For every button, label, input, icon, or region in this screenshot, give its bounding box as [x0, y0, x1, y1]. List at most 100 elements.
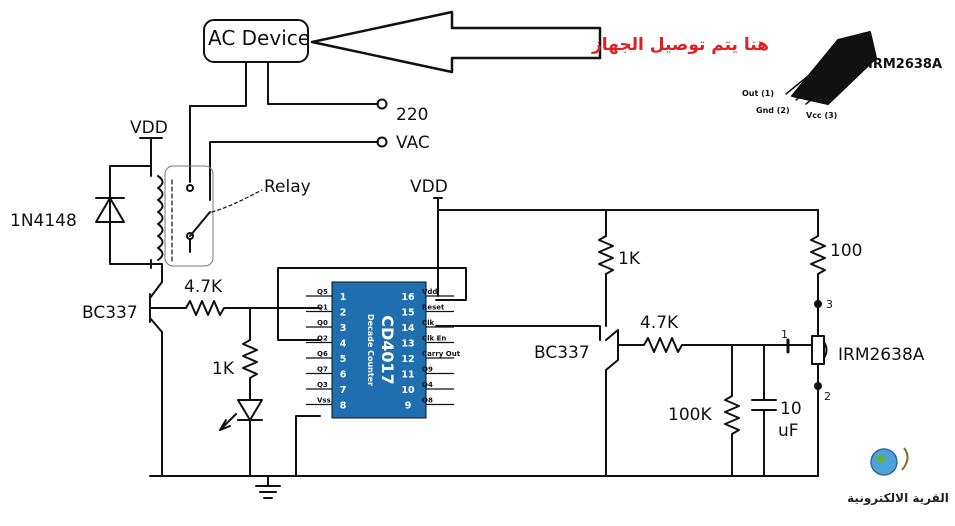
led-light-arrow: [219, 413, 237, 431]
diode-1n4148: [95, 197, 125, 223]
resistor-1k-collector: [598, 235, 614, 275]
chip-right-pin-label: Carry Out: [422, 350, 461, 358]
label-sensor-pin3: 3: [826, 298, 833, 311]
chip-right-pin-number: 11: [401, 370, 414, 381]
label-irm-out: Out (1): [742, 89, 774, 98]
relay-diode-loop: [109, 165, 163, 283]
resistor-100: [810, 235, 826, 337]
resistor-4-7k-right: [617, 337, 813, 353]
globe-land: [876, 454, 886, 464]
chip-right-pin-number: 9: [405, 401, 412, 412]
irm-pins: [785, 49, 853, 105]
chip-right-pin-number: 16: [401, 292, 415, 303]
label-r-100k: 100K: [668, 405, 712, 425]
chip-left-pin-label: Q3: [317, 381, 328, 389]
chip-left-pin-label: Q2: [317, 335, 328, 343]
resistor-100k: [724, 344, 740, 477]
resistor-1k-led: [242, 339, 258, 379]
chip-left-pin-number: 1: [340, 292, 347, 303]
reset-loop: [277, 267, 467, 341]
chip-right-pin-number: 14: [401, 323, 415, 334]
logo-swoosh-icon: [901, 447, 909, 471]
relay-switch: [189, 211, 211, 237]
label-cap-value: 10: [780, 399, 802, 419]
chip-left-pin-label: Q1: [317, 304, 328, 312]
chip-left-pin-number: 3: [340, 323, 347, 334]
vdd-left-rail: [139, 137, 163, 167]
globe-icon: [870, 448, 898, 476]
label-r-base-right: 4.7K: [640, 313, 679, 333]
terminal-220[interactable]: [376, 98, 388, 110]
ac-wire-1: [189, 61, 247, 183]
chip-left-pin-label: Q6: [317, 350, 328, 358]
label-vdd-center: VDD: [410, 177, 448, 197]
callout-arrow: [310, 10, 602, 74]
cd4017-chip: [331, 281, 427, 419]
label-sensor-pin2: 2: [824, 390, 831, 403]
chip-right-pin-label: Clk: [422, 319, 435, 327]
relay-contact-1: [186, 184, 194, 192]
clk-wire: [435, 325, 601, 341]
logo: القرية الالكترونية: [847, 447, 949, 506]
chip-subtitle: Decade Counter: [366, 314, 375, 386]
label-irm-title: IRM2638A: [868, 57, 942, 72]
chip-left-pin-label: Q0: [317, 319, 328, 327]
capacitor-10uf: [751, 344, 777, 477]
label-cap-unit: uF: [778, 421, 799, 441]
chip-left-pin-number: 2: [340, 308, 347, 319]
chip-name: CD4017: [378, 315, 397, 385]
chip-left-pin-label: Q5: [317, 288, 328, 296]
label-sensor: IRM2638A: [838, 345, 925, 365]
transistor-right-body: [605, 329, 619, 477]
label-irm-vcc: Vcc (3): [806, 111, 837, 120]
chip-right-pin-label: Reset: [422, 304, 445, 312]
label-diode: 1N4148: [10, 211, 77, 231]
chip-left-pin-number: 6: [340, 370, 347, 381]
logo-text: القرية الالكترونية: [847, 491, 949, 506]
chip-right-pin-label: Vdd: [422, 288, 437, 296]
label-sensor-pin1: 1: [781, 328, 788, 341]
label-transistor-left: BC337: [82, 303, 138, 323]
relay-label-pointer: [211, 189, 263, 213]
chip-right-pin-label: Q4: [422, 381, 433, 389]
ac-device-label: AC Device: [208, 26, 310, 50]
label-vac: VAC: [396, 133, 430, 153]
chip-right-pin-number: 13: [401, 339, 414, 350]
chip-left-pin-number: 4: [340, 339, 347, 350]
chip-left-pin-number: 5: [340, 354, 347, 365]
ac-wire-3: [209, 141, 379, 201]
label-irm-gnd: Gnd (2): [756, 106, 790, 115]
relay-outline: [164, 165, 214, 267]
resistor-4-7k-left: [185, 300, 281, 316]
ground-symbol: [255, 475, 281, 499]
chip-right-pin-label: Q9: [422, 366, 433, 374]
ac-wire-2: [267, 61, 379, 105]
led: [237, 377, 263, 477]
ir-sensor: [811, 335, 825, 365]
label-r-base-left: 4.7K: [184, 277, 223, 297]
chip-right-pin-number: 15: [401, 308, 414, 319]
label-relay: Relay: [264, 177, 311, 197]
top-rail: [437, 209, 819, 237]
label-220: 220: [396, 105, 428, 125]
chip-right-pin-number: 10: [401, 385, 415, 396]
chip-left-pin-label: Vss: [317, 397, 331, 405]
label-vdd-left: VDD: [130, 118, 168, 138]
ac-device-box: [203, 19, 309, 63]
vss-wire: [295, 415, 321, 477]
terminal-vac[interactable]: [376, 136, 388, 148]
vdd-center-rail: [433, 197, 443, 297]
sensor-pin2-dot: [814, 382, 822, 390]
label-transistor-right: BC337: [534, 343, 590, 363]
label-r-led: 1K: [212, 359, 235, 379]
chip-left-pin-number: 7: [340, 385, 347, 396]
chip-right-pin-number: 12: [401, 354, 414, 365]
chip-left-pin-number: 8: [340, 401, 347, 412]
chip-right-pin-label: Clk En: [422, 335, 446, 343]
label-r-100: 100: [830, 241, 862, 261]
ir-sensor-lens: [823, 341, 828, 359]
chip-left-pin-label: Q7: [317, 366, 328, 374]
